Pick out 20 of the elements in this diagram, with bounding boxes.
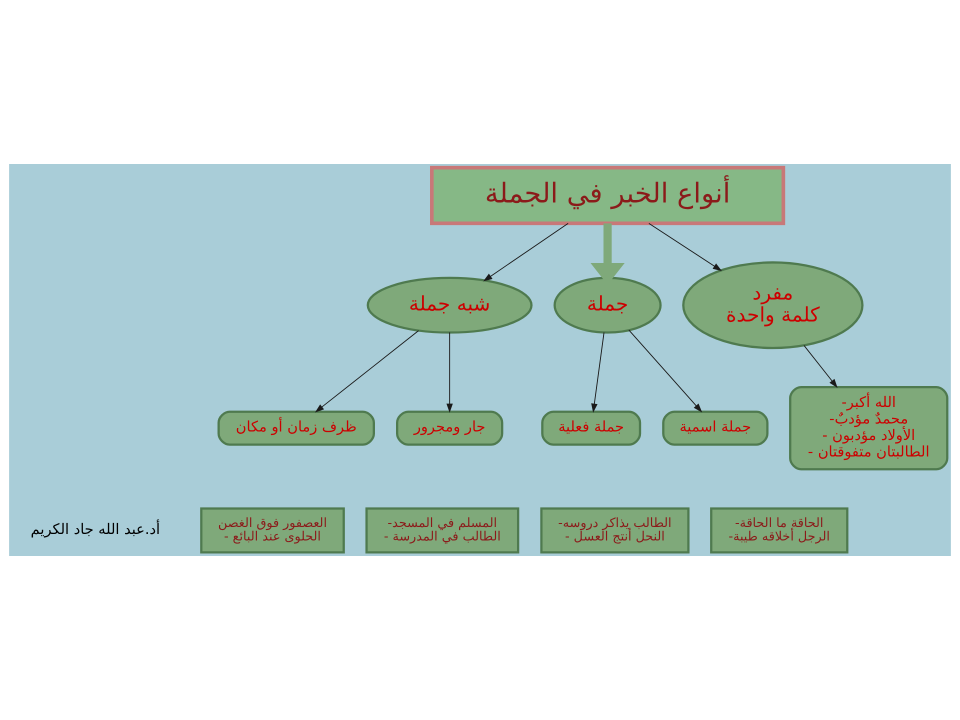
arrow (591, 332, 604, 413)
node-box: أنواع الخبر في الجملة (430, 166, 786, 226)
node-box: ظرف زمان أو مكان (218, 410, 375, 446)
arrow (648, 222, 722, 272)
node-box: -الطالب يذاكر دروسه - النحل أنتج العسل (540, 507, 690, 554)
node-box: العصفور فوق الغصن - الحلوى عند البائع (200, 507, 345, 554)
node-box: جار ومجرور (396, 410, 504, 446)
node-ellipse: جملة (554, 276, 662, 334)
node-box: -المسلم في المسجد - الطالب في المدرسة (365, 507, 520, 554)
node-box: -الله أكبر -محمدٌ مؤدبٌ - الأولاد مؤدبون - الطالبتان متفوقتان (789, 386, 948, 470)
arrow (628, 330, 702, 412)
node-box: جملة فعلية (541, 410, 642, 446)
node-box: -الحاقة ما الحاقة -الرجل أخلاقه طيبة (710, 507, 848, 554)
node-box: جملة اسمية (662, 410, 769, 446)
node-ellipse: شبه جملة (366, 276, 533, 334)
arrow (483, 222, 569, 282)
arrow (804, 345, 838, 388)
label: أد.عبد الله جاد الكريم (30, 520, 160, 538)
arrow (446, 332, 453, 413)
arrow (314, 330, 420, 412)
